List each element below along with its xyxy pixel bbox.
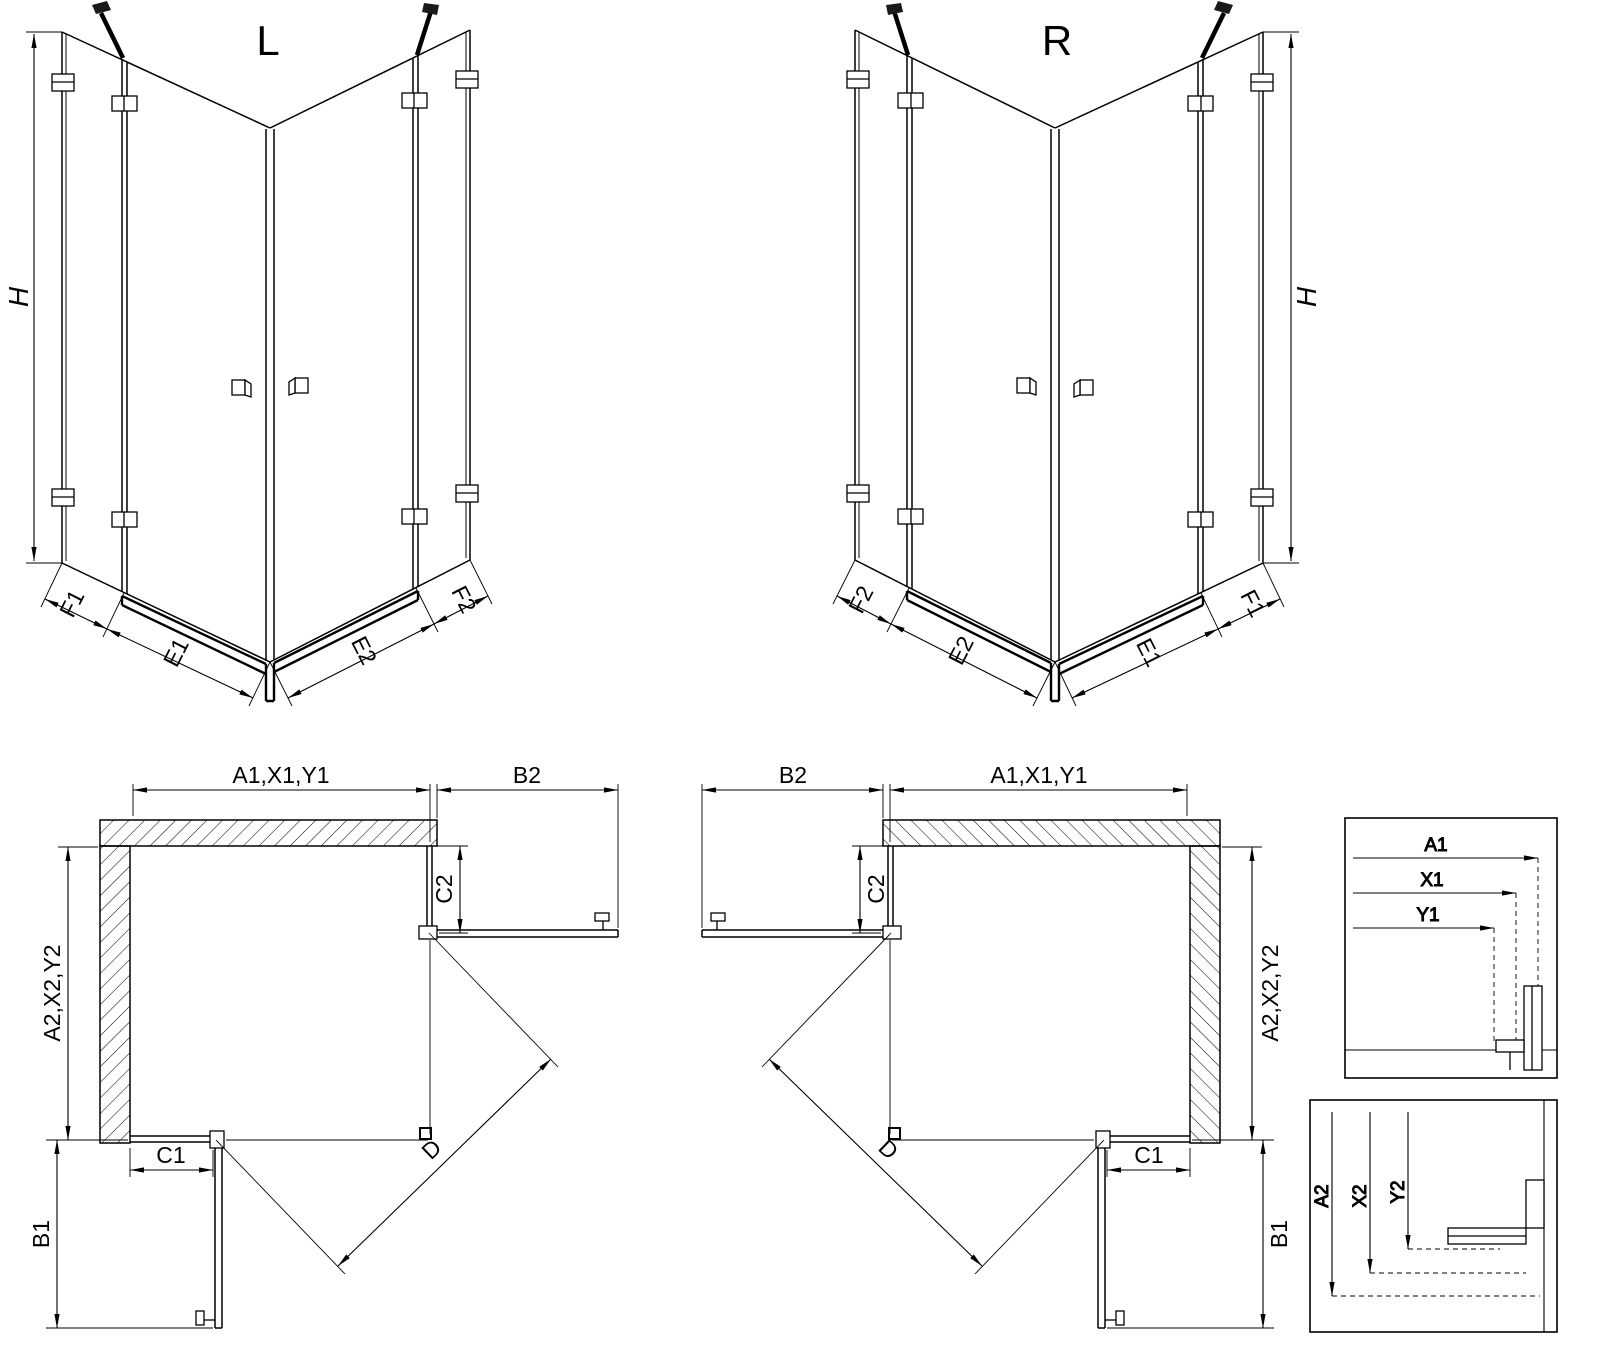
detail-a1-label: A1	[1424, 835, 1447, 856]
plan-left-c1-label: C1	[156, 1142, 185, 1168]
e1-label-left: E1	[158, 634, 194, 671]
e2-label-left: E2	[346, 632, 382, 669]
variant-title-right: R	[1042, 17, 1072, 64]
detail-y1-label: Y1	[1416, 905, 1439, 926]
height-label-right: H	[1291, 286, 1322, 307]
plan-right-width-label: A1,X1,Y1	[990, 762, 1087, 788]
f2-label-left: F2	[446, 582, 481, 618]
plan-right-b1-label: B1	[1266, 1220, 1292, 1248]
e2-label-right: E2	[943, 632, 979, 669]
plan-left-b2-label: B2	[513, 762, 541, 788]
detail-y2-label: Y2	[1388, 1180, 1409, 1203]
plan-right-depth-label: A2,X2,Y2	[1257, 944, 1283, 1041]
plan-view-left	[46, 784, 618, 1328]
plan-left-c2-label: C2	[431, 874, 457, 903]
plan-view-right	[702, 784, 1274, 1328]
f2-label-right: F2	[843, 582, 878, 618]
height-label-left: H	[3, 286, 34, 307]
detail-a2-label: A2	[1312, 1184, 1333, 1207]
perspective-view-right	[833, 1, 1299, 706]
perspective-view-left	[26, 1, 492, 706]
plan-right-c2-label: C2	[863, 874, 889, 903]
wall-profile-section-top	[1495, 985, 1543, 1071]
detail-box-widths: A1 X1 Y1	[1344, 817, 1558, 1079]
e1-label-right: E1	[1131, 634, 1167, 671]
plan-right-labels: A1,X1,Y1 B2 A2,X2,Y2 C2 C1 B1 D	[779, 762, 1292, 1248]
detail-box-widths-frame	[1344, 817, 1558, 1079]
detail-x2-label: X2	[1350, 1184, 1371, 1207]
detail-box-depths-frame	[1309, 1099, 1558, 1333]
detail-x1-label: X1	[1420, 870, 1443, 891]
plan-left-b1-label: B1	[28, 1220, 54, 1248]
plan-right-c1-label: C1	[1134, 1142, 1163, 1168]
variant-title-left: L	[256, 17, 279, 64]
plan-left-depth-label: A2,X2,Y2	[39, 944, 65, 1041]
plan-left-width-label: A1,X1,Y1	[232, 762, 329, 788]
f1-label-left: F1	[54, 586, 89, 622]
plan-left-labels: A1,X1,Y1 B2 A2,X2,Y2 C2 C1 B1 D	[28, 762, 541, 1248]
detail-box-depths: A2 X2 Y2	[1309, 1099, 1558, 1333]
plan-right-b2-label: B2	[779, 762, 807, 788]
wall-profile-section-bottom	[1447, 1179, 1545, 1245]
f1-label-right: F1	[1235, 586, 1270, 622]
